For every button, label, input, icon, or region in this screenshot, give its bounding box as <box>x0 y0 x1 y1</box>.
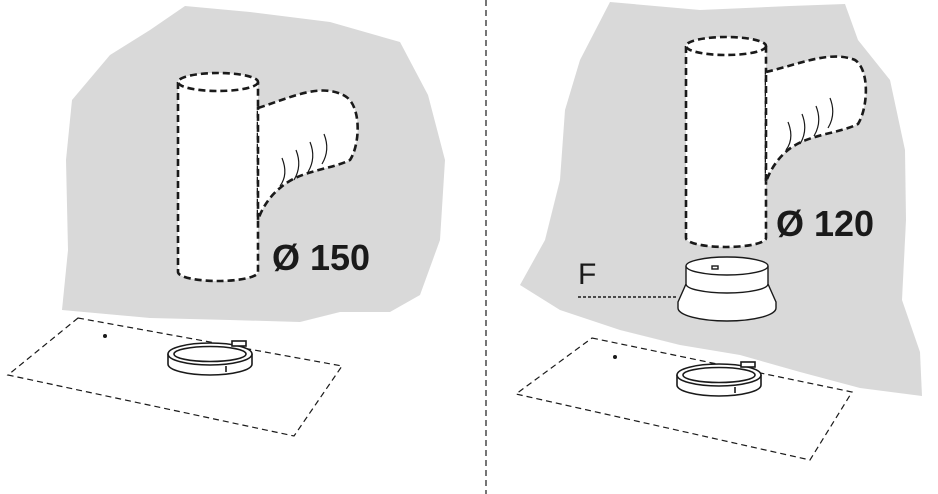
diameter-label-right: Ø 120 <box>776 203 874 244</box>
fixing-ring-right <box>676 361 762 397</box>
reducer-part-f <box>677 256 777 322</box>
flex-hose-right <box>764 55 868 183</box>
left-panel: Ø 150 <box>6 6 445 437</box>
ceiling-plate-right <box>514 337 853 461</box>
diameter-label-left: Ø 150 <box>272 237 370 278</box>
duct-left <box>176 71 260 283</box>
ceiling-plate-left <box>6 317 344 437</box>
part-f-label: F <box>578 258 596 291</box>
mounting-hole-right <box>613 355 617 359</box>
duct-right <box>684 35 768 249</box>
right-panel: F Ø 120 <box>514 2 922 461</box>
flex-hose-left <box>256 89 359 221</box>
mounting-hole-left <box>103 334 107 338</box>
fixing-ring-left <box>167 340 253 376</box>
